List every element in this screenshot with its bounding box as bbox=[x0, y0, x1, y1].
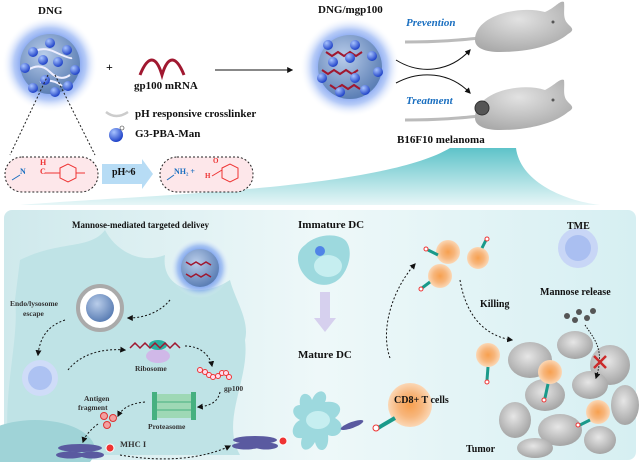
prevention-label: Prevention bbox=[406, 17, 456, 29]
proteasome-label: Proteasome bbox=[148, 422, 186, 431]
antigen-fragment-icon bbox=[100, 412, 117, 429]
treatment-arrow bbox=[395, 74, 471, 94]
ribosome-label: Ribosome bbox=[135, 364, 167, 373]
delivered-nanogel bbox=[170, 238, 230, 298]
zoom-line-left bbox=[9, 74, 49, 156]
ribosome-icon bbox=[129, 340, 181, 363]
prevention-mouse bbox=[404, 1, 573, 52]
mannose-release-label: Mannose release bbox=[540, 287, 611, 298]
mrna-label: gp100 mRNA bbox=[134, 80, 198, 92]
killing-label: Killing bbox=[480, 299, 510, 310]
zoom-funnel bbox=[20, 148, 600, 205]
chem-c: C bbox=[40, 167, 46, 176]
mrna-strand-icon bbox=[138, 58, 186, 81]
tcell-label: CD8+ T cells bbox=[394, 395, 449, 406]
endo-label-2: escape bbox=[23, 309, 44, 318]
tumor-cluster bbox=[499, 331, 639, 458]
antigen-label-2: fragment bbox=[78, 403, 108, 412]
tumor-label: Tumor bbox=[466, 444, 496, 455]
dendrimer-legend-label: G3-PBA-Man bbox=[135, 128, 201, 140]
activated-tcell bbox=[372, 383, 432, 432]
imine-capsule bbox=[4, 156, 99, 193]
mannose-dots bbox=[564, 308, 596, 323]
blocked-icon bbox=[593, 355, 607, 369]
dng-mgp100-nanogel bbox=[300, 17, 400, 117]
chem-h-left: H bbox=[40, 158, 47, 167]
plus-sign: + bbox=[106, 60, 113, 74]
prevention-arrow bbox=[395, 49, 471, 70]
gp100-label: gp100 bbox=[224, 384, 244, 393]
antigen-label-1: Antigen bbox=[84, 394, 110, 403]
dng-nanogel bbox=[2, 16, 98, 112]
chem-nh2: NH₂ + bbox=[174, 167, 195, 176]
benzene-left-icon bbox=[59, 163, 85, 183]
mature-dc-label: Mature DC bbox=[298, 349, 352, 361]
maturation-arrow bbox=[314, 292, 336, 332]
ph-arrow bbox=[102, 159, 153, 189]
mhc-label: MHC I bbox=[120, 439, 147, 449]
immature-dc-label: Immature DC bbox=[298, 219, 365, 231]
chem-h-right: H bbox=[205, 172, 211, 180]
immature-dc bbox=[297, 235, 350, 285]
melanoma-label: B16F10 melanoma bbox=[397, 134, 485, 146]
delivery-title: Mannose-mediated targeted delivey bbox=[72, 220, 209, 230]
tumor-attacking-tcells bbox=[476, 343, 610, 428]
dendrimer-icon bbox=[109, 128, 123, 142]
zoom-line-right bbox=[54, 74, 96, 156]
crosslinker-legend-label: pH responsive crosslinker bbox=[135, 108, 257, 120]
aldehyde-capsule bbox=[159, 156, 254, 193]
ph-label: pH~6 bbox=[112, 167, 136, 178]
dng-label: DNG bbox=[38, 5, 63, 17]
tme-label: TME bbox=[567, 221, 590, 232]
mhc-i-complex-right bbox=[232, 436, 288, 450]
mhc-i-complex-left bbox=[56, 443, 115, 459]
chem-n: N bbox=[20, 167, 26, 176]
proteasome-icon bbox=[152, 392, 196, 420]
expanded-tcells bbox=[418, 236, 490, 292]
treatment-mouse bbox=[404, 79, 573, 130]
endo-label-1: Endo/lysosome bbox=[10, 299, 58, 308]
treatment-label: Treatment bbox=[406, 95, 453, 107]
mature-dc bbox=[292, 391, 364, 451]
benzene-right-icon bbox=[221, 163, 239, 183]
dng-mgp100-label: DNG/mgp100 bbox=[318, 4, 383, 16]
gp100-peptide-icon bbox=[197, 367, 232, 380]
chem-o: O bbox=[213, 157, 219, 165]
crosslinker-icon bbox=[105, 110, 129, 118]
tumor-mass bbox=[474, 100, 490, 116]
